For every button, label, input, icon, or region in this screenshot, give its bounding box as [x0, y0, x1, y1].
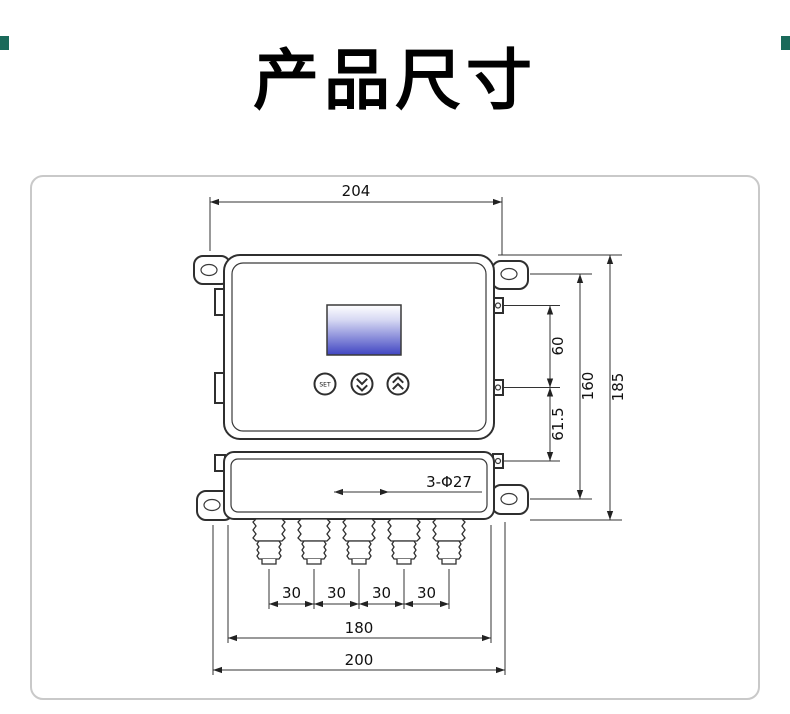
dim-label-overall-height: 185 — [609, 373, 627, 402]
dim-right-side: 60 61.5 160 185 — [498, 254, 627, 521]
dim-top-width: 204 — [209, 182, 503, 255]
double-chevron-down-icon — [356, 378, 368, 392]
page-edge-mark-right — [781, 36, 790, 50]
page-title: 产品尺寸 — [253, 43, 537, 117]
page-edge-mark-left — [0, 36, 9, 50]
cable-gland-1 — [252, 518, 286, 565]
dim-hole-callout: 3-Φ27 — [334, 473, 482, 496]
dim-label-overall-width: 200 — [345, 651, 374, 669]
dim-label-hole-callout: 3-Φ27 — [426, 473, 472, 491]
set-button: SET — [313, 372, 337, 396]
dim-gland-pitch: 30 30 30 30 — [268, 569, 450, 609]
cable-gland-2 — [297, 518, 331, 565]
cable-gland-5 — [432, 518, 466, 565]
mounting-ear-top-right — [491, 260, 529, 290]
terminal-box-inner — [230, 458, 488, 513]
display-screen — [326, 304, 402, 356]
dim-label-lower-hole-gap: 61.5 — [549, 407, 567, 440]
chevron-down-button — [350, 372, 374, 396]
dim-label-gland-pitch-1: 30 — [282, 584, 301, 602]
device-front-view: SET — [193, 254, 529, 565]
chevron-up-button — [386, 372, 410, 396]
mounting-ear-bottom-right — [491, 484, 529, 515]
double-chevron-up-icon — [392, 376, 404, 390]
dim-label-gland-pitch-3: 30 — [372, 584, 391, 602]
dim-overall-width: 200 — [212, 522, 506, 675]
mounting-ear-top-left — [193, 255, 231, 285]
dim-label-top-width: 204 — [342, 182, 371, 200]
dim-label-body-width: 180 — [345, 619, 374, 637]
cable-gland-3 — [342, 518, 376, 565]
dimension-panel: SET — [30, 175, 760, 700]
dim-label-upper-hole-gap: 60 — [549, 336, 567, 355]
cable-gland-4 — [387, 518, 421, 565]
dim-label-gland-pitch-2: 30 — [327, 584, 346, 602]
set-button-label: SET — [319, 381, 331, 388]
dim-body-width: 180 — [227, 525, 492, 643]
dim-label-gland-pitch-4: 30 — [417, 584, 436, 602]
dimension-drawing: SET — [193, 182, 627, 675]
enclosure-body-inner — [231, 262, 487, 432]
dim-label-mount-spacing-v: 160 — [579, 372, 597, 401]
